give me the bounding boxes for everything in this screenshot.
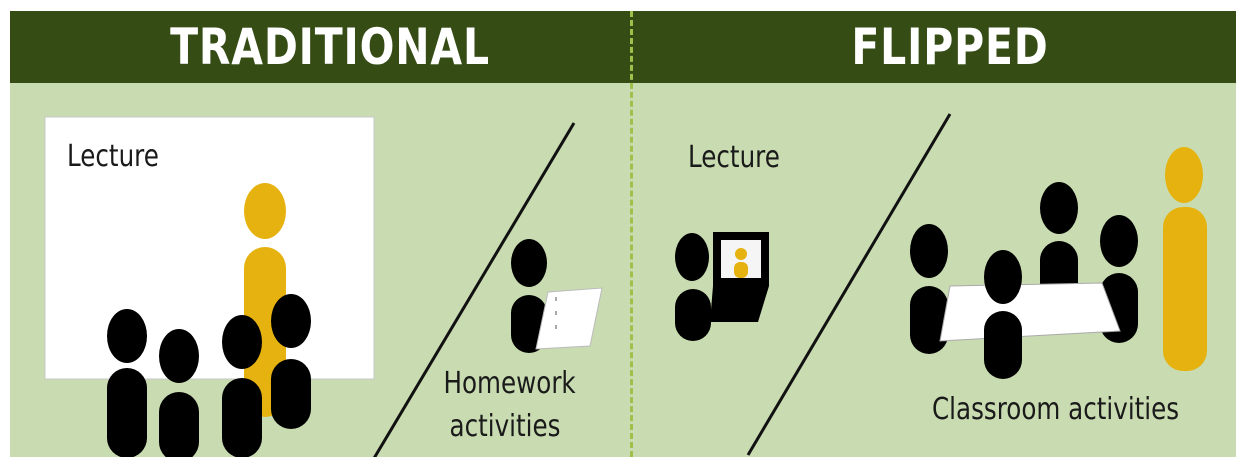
student-figure	[222, 315, 262, 457]
center-divider	[630, 11, 633, 457]
paper-icon	[535, 287, 603, 350]
homework-label-line1: Homework	[443, 366, 576, 401]
illustration	[44, 113, 1207, 457]
student-figure	[984, 250, 1022, 379]
flipped-title: FLIPPED	[851, 18, 1049, 76]
diagram-panel: TRADITIONAL FLIPPED	[10, 11, 1236, 457]
classroom-activities-label: Classroom activities	[932, 392, 1180, 427]
teacher-figure	[1163, 147, 1207, 371]
student-figure	[107, 309, 147, 457]
flipped-lecture-label: Lecture	[688, 140, 780, 175]
traditional-lecture-label: Lecture	[67, 139, 159, 174]
whiteboard	[44, 116, 375, 380]
student-figure	[271, 294, 311, 429]
traditional-title: TRADITIONAL	[170, 18, 490, 76]
header-bar	[10, 11, 1236, 83]
table-icon	[939, 282, 1121, 342]
slash-line	[373, 122, 576, 457]
laptop-icon	[710, 232, 769, 322]
slash-line	[746, 113, 952, 456]
homework-label-line2: activities	[449, 409, 561, 444]
student-figure	[159, 329, 199, 457]
student-figure	[675, 233, 711, 341]
student-figure	[910, 224, 948, 354]
